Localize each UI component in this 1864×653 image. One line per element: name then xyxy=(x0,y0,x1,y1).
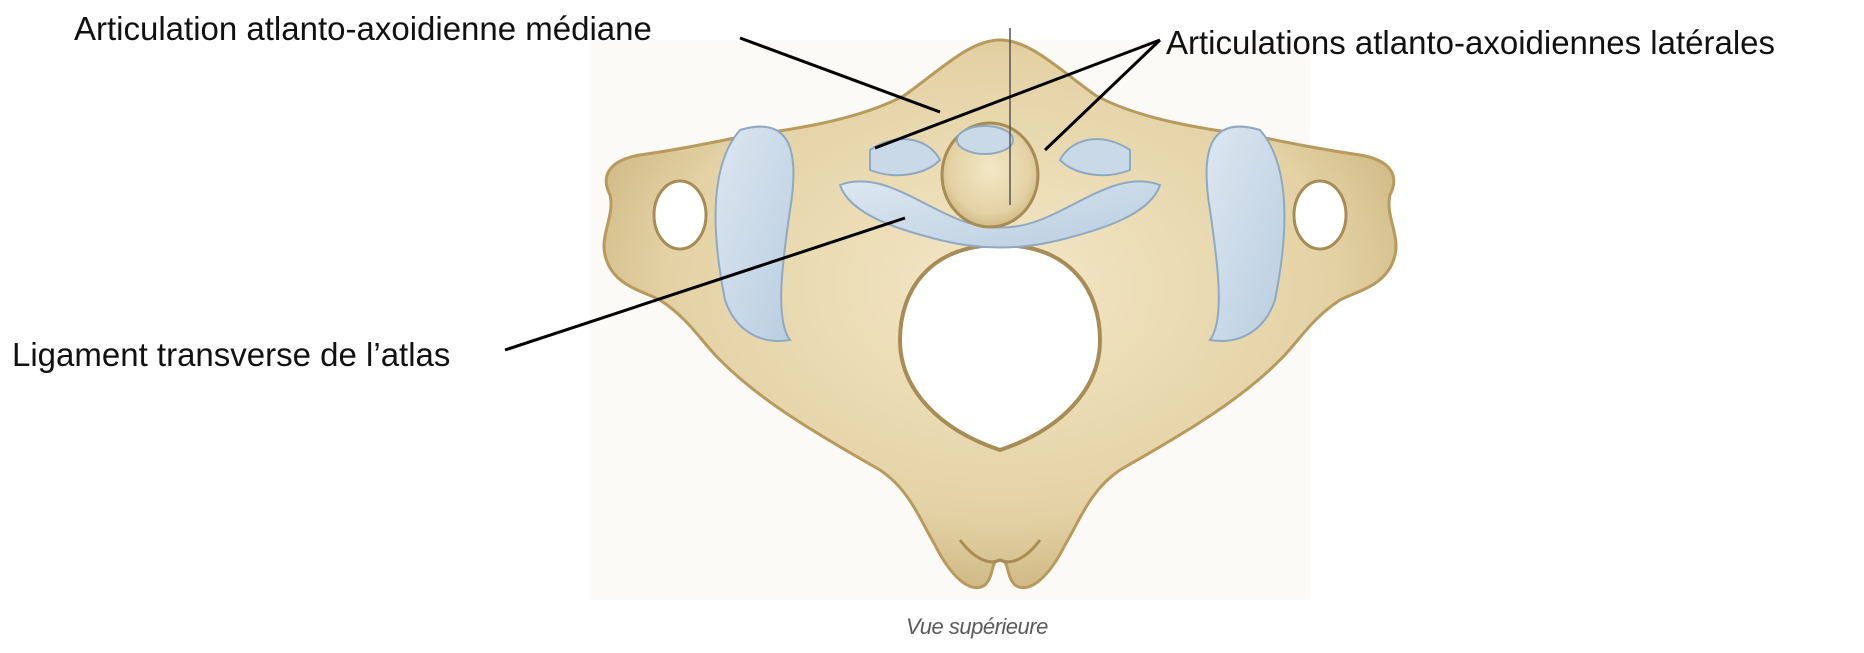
label-lateral-joints: Articulations atlanto-axoidiennes latéra… xyxy=(1166,26,1775,59)
label-median-joint: Articulation atlanto-axoidienne médiane xyxy=(74,12,652,45)
figure-caption: Vue supérieure xyxy=(906,616,1048,638)
right-transverse-foramen xyxy=(1294,181,1346,249)
median-joint-facet xyxy=(957,126,1013,154)
left-transverse-foramen xyxy=(654,181,706,249)
label-transverse-ligament: Ligament transverse de l’atlas xyxy=(12,338,450,371)
